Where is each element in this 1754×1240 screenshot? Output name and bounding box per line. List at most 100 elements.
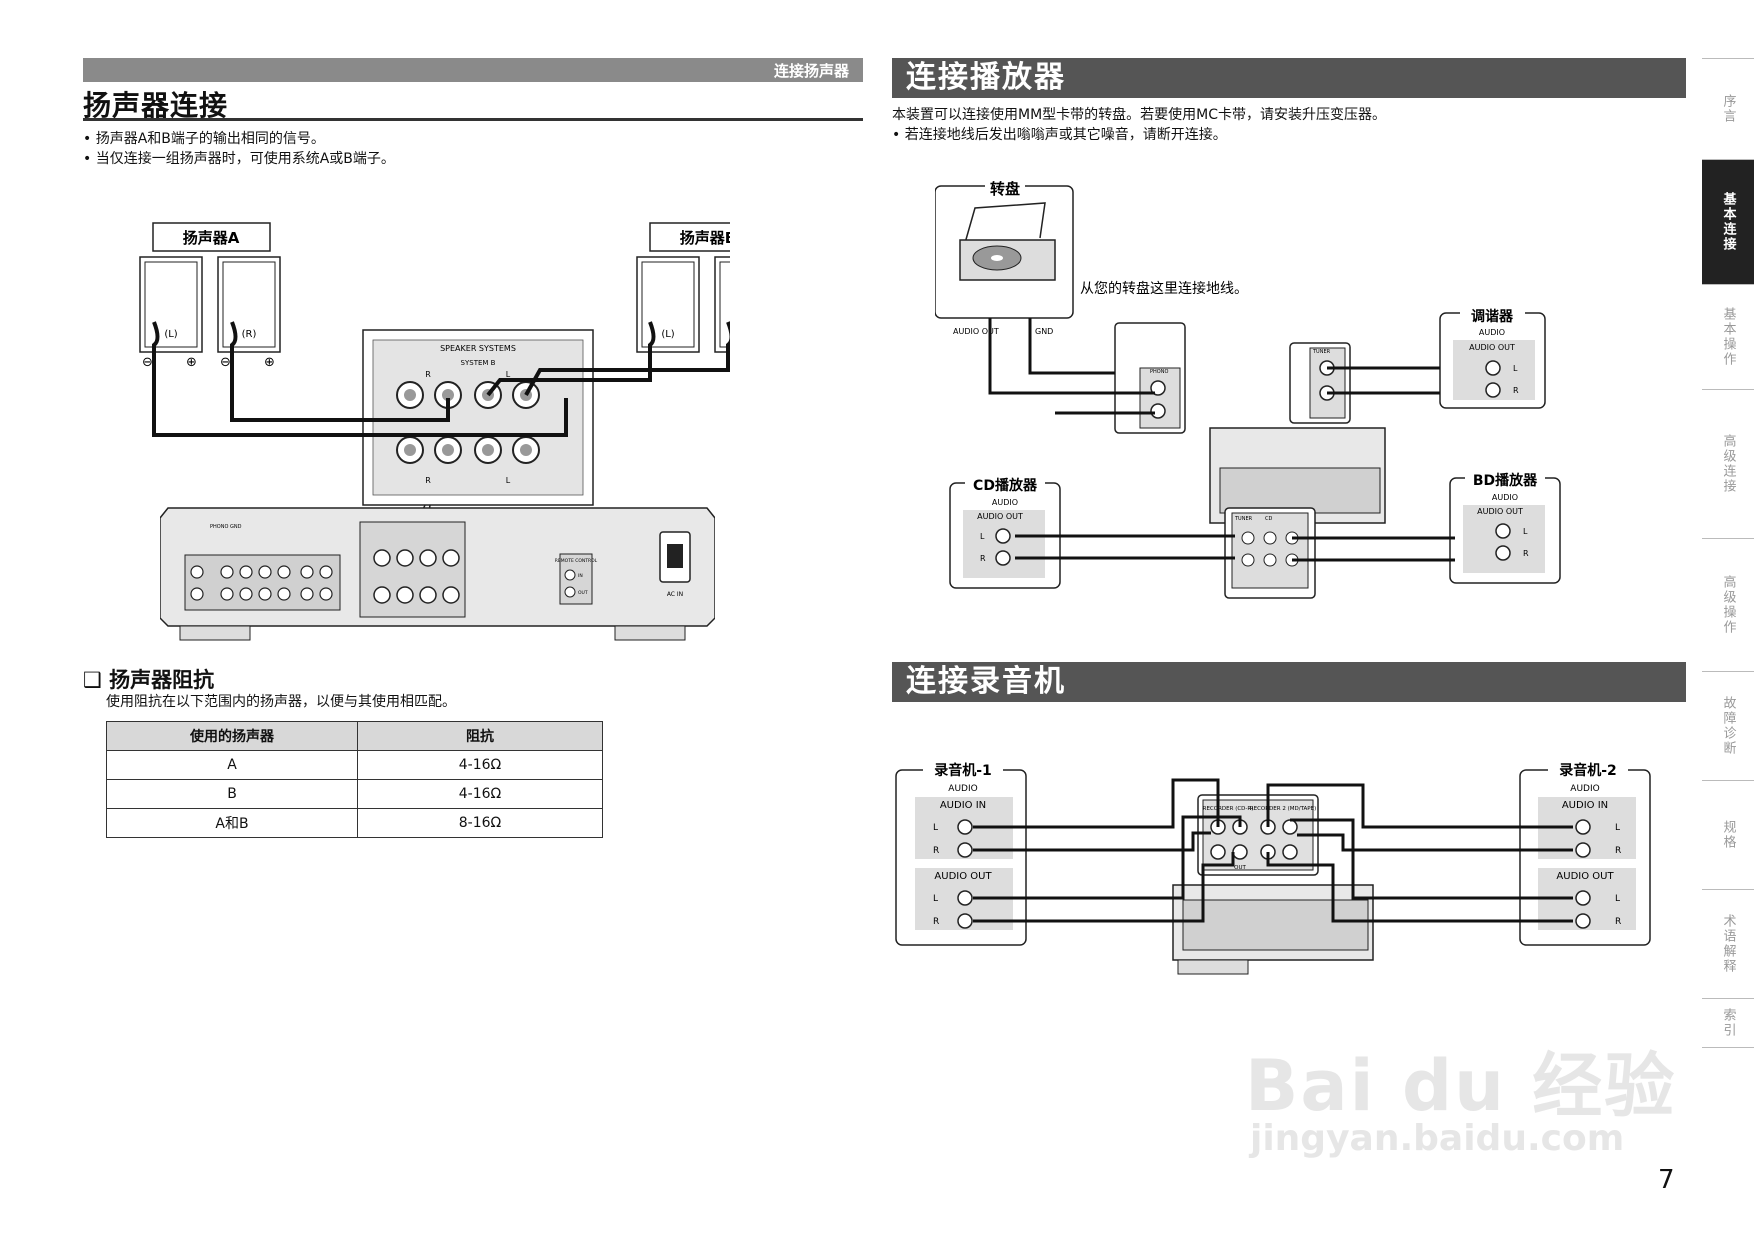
svg-text:R: R xyxy=(1615,846,1621,856)
player-text: 本装置可以连接使用MM型卡带的转盘。若要使用MC卡带，请安装升压变压器。 • 若… xyxy=(892,107,1387,143)
watermark-url: jingyan.baidu.com xyxy=(1250,1118,1625,1159)
tuner-device-label: 调谐器 xyxy=(1471,308,1514,325)
svg-text:(L): (L) xyxy=(661,329,674,340)
svg-text:R: R xyxy=(980,554,986,563)
binding-posts xyxy=(396,381,540,464)
turntable-label: 转盘 xyxy=(990,180,1020,198)
player-cables xyxy=(988,318,1455,562)
phono-gnd-label: PHONO GND xyxy=(210,524,242,530)
svg-text:AUDIO: AUDIO xyxy=(992,498,1018,507)
svg-text:PHONO: PHONO xyxy=(1150,369,1168,375)
svg-text:RECORDER 2 (MD/TAPE): RECORDER 2 (MD/TAPE) xyxy=(1250,806,1316,812)
svg-text:L: L xyxy=(1615,894,1620,904)
svg-text:L: L xyxy=(933,823,938,833)
svg-text:R: R xyxy=(425,476,431,485)
svg-text:AUDIO OUT: AUDIO OUT xyxy=(977,512,1023,521)
svg-text:AUDIO IN: AUDIO IN xyxy=(940,800,986,811)
player-diagram: 转盘 从您的转盘这里连接地线。 AUDIO OUT GND PHONO TUNE… xyxy=(935,178,1561,599)
svg-text:⊕: ⊕ xyxy=(264,355,275,370)
svg-text:AUDIO OUT: AUDIO OUT xyxy=(1556,871,1614,882)
impedance-header-ohm: 阻抗 xyxy=(357,721,603,751)
svg-text:AUDIO: AUDIO xyxy=(1492,493,1518,502)
svg-text:RECORDER (CD-R): RECORDER (CD-R) xyxy=(1203,806,1254,812)
svg-text:AUDIO: AUDIO xyxy=(1479,328,1505,337)
tab-glossary[interactable]: 术语解释 xyxy=(1702,889,1754,998)
svg-text:OUT: OUT xyxy=(1234,865,1246,871)
impedance-header-speaker: 使用的扬声器 xyxy=(106,721,358,751)
terminal-symbols: ⊖⊕ ⊖⊕ xyxy=(142,355,275,370)
svg-text:R: R xyxy=(933,917,939,927)
svg-text:R: R xyxy=(1513,386,1519,395)
page-title-speaker: 扬声器连接 xyxy=(83,89,229,122)
impedance-title: ❑ 扬声器阻抗 xyxy=(83,668,215,692)
svg-text:GND: GND xyxy=(1035,327,1053,336)
bullet-2: • 当仅连接一组扬声器时，可使用系统A或B端子。 xyxy=(83,151,395,167)
speaker-b-right: (R) xyxy=(714,256,730,353)
speaker-b-left: (L) xyxy=(636,256,700,353)
svg-text:L: L xyxy=(980,532,985,541)
recorder-1-label: 录音机-1 xyxy=(934,762,992,779)
svg-text:AUDIO IN: AUDIO IN xyxy=(1562,800,1608,811)
recorder-2-label: 录音机-2 xyxy=(1559,762,1617,779)
svg-text:L: L xyxy=(506,476,511,485)
ac-in-label: AC IN xyxy=(667,591,683,598)
tab-specifications[interactable]: 规格 xyxy=(1702,780,1754,889)
svg-text:AUDIO: AUDIO xyxy=(948,784,977,794)
speaker-b-label-box xyxy=(649,222,730,252)
tab-basic-operation[interactable]: 基本操作 xyxy=(1702,284,1754,389)
svg-text:TUNER: TUNER xyxy=(1312,349,1331,355)
tab-preface[interactable]: 序言 xyxy=(1702,58,1754,159)
ground-note: 从您的转盘这里连接地线。 xyxy=(1080,280,1248,297)
recorder-cables xyxy=(973,778,1573,923)
svg-text:⊕: ⊕ xyxy=(186,355,197,370)
tab-basic-connection[interactable]: 基本连接 xyxy=(1702,159,1754,284)
svg-text:L: L xyxy=(1523,527,1528,536)
tab-advanced-operation[interactable]: 高级操作 xyxy=(1702,538,1754,671)
speaker-cables xyxy=(152,321,730,437)
speaker-bullets: • 扬声器A和B端子的输出相同的信号。 • 当仅连接一组扬声器时，可使用系统A或… xyxy=(83,129,395,169)
svg-text:AUDIO: AUDIO xyxy=(1570,784,1599,794)
svg-text:AUDIO OUT: AUDIO OUT xyxy=(1469,343,1515,352)
svg-text:IN: IN xyxy=(578,573,583,579)
watermark-logo: Bai du 经验 xyxy=(1245,1045,1677,1127)
speaker-a-left: (L) xyxy=(139,256,203,353)
speaker-a-label-box xyxy=(152,222,271,252)
bd-device-label: BD播放器 xyxy=(1473,472,1538,489)
turntable-icon xyxy=(959,202,1056,281)
tab-index[interactable]: 索引 xyxy=(1702,998,1754,1048)
cd-device-label: CD播放器 xyxy=(973,477,1038,494)
page-number: 7 xyxy=(1658,1165,1675,1195)
svg-text:L: L xyxy=(1615,823,1620,833)
bullet-1: • 扬声器A和B端子的输出相同的信号。 xyxy=(83,131,325,147)
recorder-title: 连接录音机 xyxy=(892,662,1686,702)
section-tag-bar: 连接扬声器 xyxy=(83,58,863,82)
svg-text:L: L xyxy=(1513,364,1518,373)
section-tag: 连接扬声器 xyxy=(773,62,849,80)
system-b-label: SYSTEM B xyxy=(461,359,496,367)
remote-control-label: REMOTE CONTROL xyxy=(555,558,598,564)
tab-advanced-connection[interactable]: 高级连接 xyxy=(1702,389,1754,538)
svg-text:R: R xyxy=(1523,549,1529,558)
svg-text:TUNER: TUNER xyxy=(1234,516,1253,522)
svg-text:AUDIO OUT: AUDIO OUT xyxy=(1477,507,1523,516)
speaker-a-right: (R) xyxy=(217,256,281,353)
svg-text:R: R xyxy=(425,370,431,379)
tab-troubleshooting[interactable]: 故障诊断 xyxy=(1702,671,1754,780)
speaker-diagram: 扬声器A 扬声器B (L) (R) (L) (R) ⊖⊕ ⊖⊕ SPEAKER … xyxy=(139,222,730,541)
speaker-systems-label: SPEAKER SYSTEMS xyxy=(440,344,516,353)
svg-text:R: R xyxy=(1615,917,1621,927)
amp-rear-panel: PHONO GND REMOTE CONTROL IN OUT AC IN xyxy=(160,507,715,641)
speaker-a-label: 扬声器A xyxy=(183,229,240,247)
svg-text:L: L xyxy=(506,370,511,379)
svg-text:(R): (R) xyxy=(242,329,257,340)
svg-text:AUDIO OUT: AUDIO OUT xyxy=(953,327,999,336)
impedance-desc: 使用阻抗在以下范围内的扬声器，以便与其使用相匹配。 xyxy=(106,694,456,710)
player-title: 连接播放器 xyxy=(892,58,1686,98)
recorder-diagram: 录音机-1 AUDIO AUDIO IN L R AUDIO OUT L R 录音机… xyxy=(895,760,1651,975)
svg-text:CD: CD xyxy=(1265,516,1272,522)
svg-text:AUDIO OUT: AUDIO OUT xyxy=(934,871,992,882)
